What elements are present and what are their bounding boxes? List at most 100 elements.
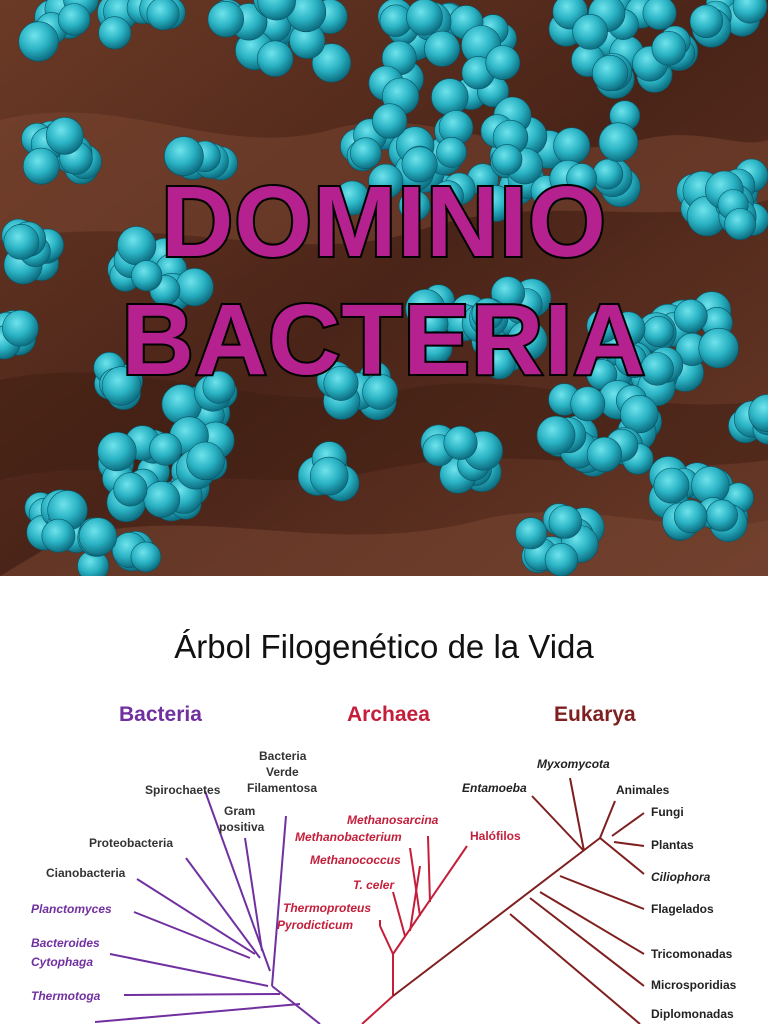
phylogenetic-tree-diagram: [94, 777, 645, 1024]
bacterium-coccus: [536, 415, 576, 455]
bacterium-coccus: [553, 127, 591, 165]
bacterium-coccus: [507, 320, 548, 361]
bacterium-coccus: [620, 395, 659, 434]
bacterium-coccus: [586, 309, 620, 343]
bacterium-coccus: [724, 208, 757, 241]
bacterium-coccus: [705, 499, 738, 532]
bacterium-coccus: [163, 136, 204, 177]
branch-spirochaetes: [204, 790, 271, 972]
label-bacteroides: Bacteroides: [31, 936, 100, 950]
label-fungi: Fungi: [651, 805, 684, 819]
bacterium-coccus: [143, 480, 181, 518]
bacterium-coccus: [113, 472, 148, 507]
branch-animales: [599, 800, 616, 839]
bacterium-coccus: [368, 163, 404, 199]
branch-methanosarcina: [427, 835, 431, 903]
bacterium-coccus: [566, 163, 598, 195]
bacterium-coccus: [485, 45, 521, 81]
branch-entamoeba: [531, 795, 585, 852]
label-bacteria-verde-2: Verde: [266, 765, 299, 779]
bacterium-coccus: [419, 331, 453, 365]
archaea-base: [361, 995, 394, 1024]
bacterium-coccus: [572, 13, 608, 50]
bacterium-coccus: [101, 366, 142, 406]
label-flagelados: Flagelados: [651, 902, 714, 916]
label-thermotoga: Thermotoga: [31, 989, 101, 1003]
bacterium-coccus: [515, 517, 548, 550]
bacterium-coccus: [311, 43, 352, 83]
bacterium-coccus: [732, 0, 768, 24]
bacterium-coccus: [349, 137, 382, 169]
branch-diplomonadas: [509, 913, 641, 1024]
label-microsporidias: Microsporidias: [651, 978, 737, 992]
branch-myxomycota: [569, 777, 585, 852]
label-pyrodicticum: Pyrodicticum: [277, 918, 354, 932]
domain-archaea-heading: Archaea: [347, 703, 430, 726]
label-tceler: T. celer: [353, 878, 395, 892]
bacterium-coccus: [570, 386, 606, 422]
label-spirochaetes: Spirochaetes: [145, 783, 221, 797]
label-ciliophora: Ciliophora: [651, 870, 711, 884]
bacterium-coccus: [372, 103, 408, 139]
bacterium-coccus: [323, 365, 359, 401]
bacterium-coccus: [651, 30, 687, 66]
label-tricomonadas: Tricomonadas: [651, 947, 733, 961]
branch-flagelados: [559, 875, 645, 910]
branch-fungi: [611, 812, 645, 837]
bacterium-coccus: [673, 499, 708, 534]
bacterium-coccus: [18, 21, 59, 62]
bacterium-coccus: [432, 180, 464, 212]
bacterium-coccus: [689, 4, 724, 38]
bacterium-coccus: [45, 117, 84, 155]
bacterium-coccus: [640, 352, 674, 386]
label-bacteria-verde-3: Filamentosa: [247, 781, 318, 795]
label-animales: Animales: [616, 783, 670, 797]
label-gram-2: positiva: [219, 820, 265, 834]
branch-ciliophora: [599, 837, 645, 875]
branch-thermotoga: [123, 993, 281, 996]
bacterium-coccus: [673, 299, 708, 333]
bacterium-coccus: [98, 16, 132, 50]
bacterium-coccus: [748, 394, 768, 432]
bacterium-coccus: [207, 1, 245, 38]
bacterium-coccus: [586, 436, 623, 473]
label-methanobacterium: Methanobacterium: [295, 830, 402, 844]
branch-microsporidias: [529, 897, 645, 987]
bacterium-coccus: [3, 223, 40, 260]
slide-title-line-1: DOMINIO: [159, 166, 608, 278]
bacterium-coccus: [483, 346, 516, 380]
slide-arbol-filogenetico: Árbol Filogenético de la Vida Bacteria A…: [0, 576, 768, 1024]
domain-eukarya-heading: Eukarya: [554, 703, 636, 726]
bacterium-coccus: [257, 40, 294, 77]
bacterium-coccus: [653, 467, 690, 504]
label-myxomycota: Myxomycota: [537, 757, 610, 771]
branch-cianobacteria: [136, 878, 256, 955]
slide-title-line-2: BACTERIA: [120, 284, 648, 396]
bacterium-coccus: [202, 370, 236, 404]
bacterium-coccus: [186, 441, 225, 481]
bacterium-coccus: [642, 0, 677, 30]
eukarya-trunk: [392, 837, 601, 997]
branch-planctomyces: [133, 911, 251, 959]
bacteria-micrograph-image: [0, 0, 768, 576]
branch-bacteroides: [109, 953, 269, 987]
branch-tricomonadas: [539, 891, 645, 955]
bacterium-coccus: [491, 144, 523, 175]
branch-thermoproteus-pyrodicticum: [379, 925, 394, 955]
label-cytophaga: Cytophaga: [31, 955, 94, 969]
bacterium-coccus: [398, 190, 431, 222]
branch-tceler: [392, 891, 406, 937]
branch-plantas: [613, 841, 645, 847]
bacterium-coccus: [406, 0, 443, 36]
bacterium-coccus: [544, 543, 579, 576]
label-methanococcus: Methanococcus: [310, 853, 401, 867]
bacterium-coccus: [78, 517, 118, 556]
domain-bacteria-heading: Bacteria: [119, 703, 202, 726]
label-entamoeba: Entamoeba: [462, 781, 527, 795]
bacterium-coccus: [424, 30, 461, 67]
bacterium-coccus: [57, 3, 91, 36]
bacterium-coccus: [130, 541, 162, 573]
bacterium-coccus: [591, 54, 629, 92]
label-diplomonadas: Diplomonadas: [651, 1007, 734, 1021]
bacterium-coccus: [362, 373, 399, 410]
